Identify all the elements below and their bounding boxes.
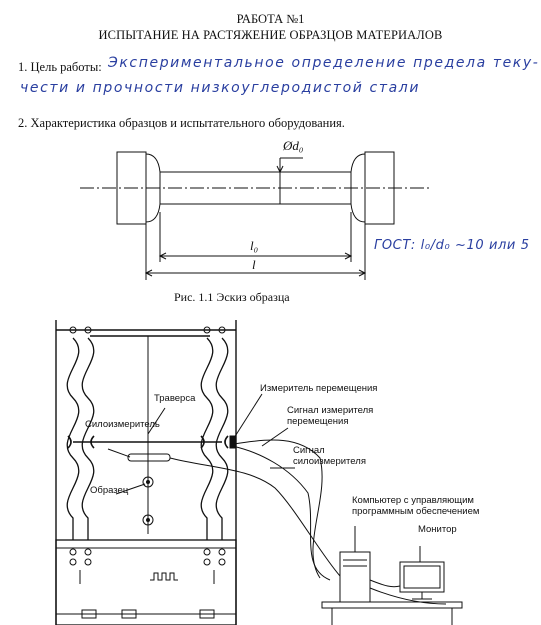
work-subtitle: ИСПЫТАНИЕ НА РАСТЯЖЕНИЕ ОБРАЗЦОВ МАТЕРИА… bbox=[98, 28, 443, 42]
traverse-label: Траверса bbox=[154, 393, 196, 404]
total-length-label: l bbox=[252, 257, 256, 272]
computer-label: Компьютер с управляющим программным обес… bbox=[352, 495, 480, 517]
neck-outline-bottom bbox=[145, 203, 366, 223]
handwritten-gost-note: ГОСТ: l₀/d₀ ~10 или 5 bbox=[374, 238, 530, 253]
displacement-signal-label: Сигнал измерителя перемещения bbox=[287, 405, 374, 427]
handwritten-goal-line-1: Экспериментальное определение предела те… bbox=[108, 55, 540, 71]
figure-1-caption: Рис. 1.1 Эскиз образца bbox=[174, 290, 290, 304]
specimen-sketch bbox=[80, 151, 432, 280]
specimen-label: Образец bbox=[90, 485, 129, 496]
load-meter-label: Силоизмеритель bbox=[85, 419, 160, 430]
section-1-label: 1. Цель работы: bbox=[18, 60, 102, 74]
right-grip bbox=[364, 151, 395, 225]
section-2-label: 2. Характеристика образцов и испытательн… bbox=[18, 116, 345, 130]
testing-machine-diagram bbox=[55, 320, 463, 625]
neck-outline-top bbox=[145, 153, 366, 173]
diameter-label: Ød₀ bbox=[283, 138, 304, 153]
handwritten-goal-line-2: чести и прочности низкоуглеродистой стал… bbox=[20, 80, 421, 96]
monitor-label: Монитор bbox=[418, 524, 457, 535]
work-title: РАБОТА №1 bbox=[236, 12, 305, 26]
gauge-length-label: l₀ bbox=[250, 238, 259, 253]
displacement-meter-label: Измеритель перемещения bbox=[260, 383, 378, 394]
left-grip bbox=[116, 151, 147, 225]
force-signal-label: Сигнал силоизмерителя bbox=[293, 445, 366, 467]
